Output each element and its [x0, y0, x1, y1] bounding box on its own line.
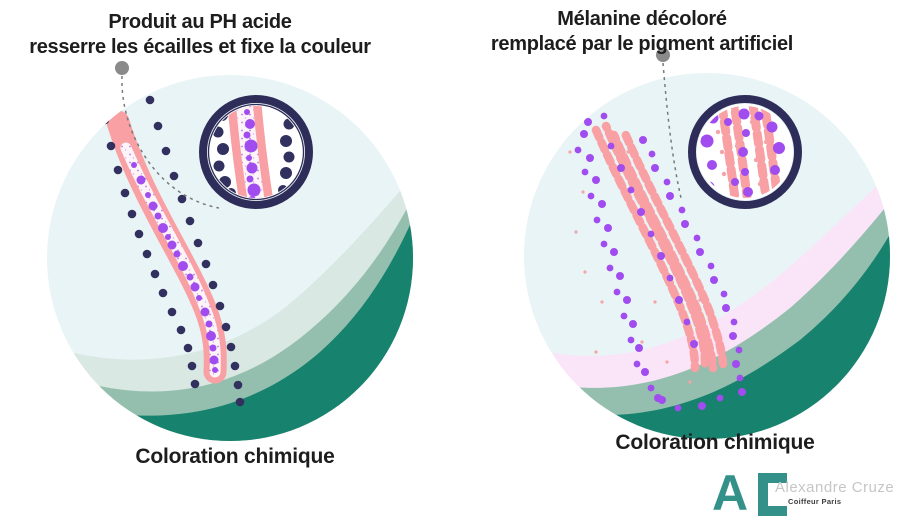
annotation-line: Mélanine décoloré [557, 8, 727, 30]
dermis-teal-layer [47, 202, 413, 441]
left-panel-illustration [47, 61, 413, 441]
right-skin-layers [524, 170, 890, 439]
right-pigment-dots [574, 112, 746, 412]
hair-scale-column [619, 126, 728, 369]
hair-scale-column [609, 130, 718, 373]
left-pigment-dots [131, 162, 219, 373]
magnified-pigment-dots [243, 109, 261, 198]
left-skin-layers [47, 168, 413, 441]
right-magnifier [688, 95, 802, 209]
dermis-teal-layer [524, 225, 890, 439]
logo-letter-c [758, 473, 787, 516]
magnifier-inner-ring [207, 103, 305, 201]
right-annotation: Mélanine décoloré remplacé par le pigmen… [458, 7, 826, 57]
annotation-line: remplacé par le pigment artificiel [490, 33, 794, 55]
right-caption: Coloration chimique [615, 431, 815, 454]
annotation-line: resserre les écailles et fixe la couleur [29, 36, 371, 58]
left-magnifier [199, 95, 313, 209]
magnified-pink-speckles [715, 107, 773, 187]
magnifier-ring [199, 95, 313, 209]
logo-name: Alexandre Cruze [775, 479, 895, 496]
right-callout-line [662, 62, 682, 199]
logo-subtitle: Coiffeur Paris [788, 497, 842, 506]
left-callout-dot [115, 61, 129, 75]
left-annotation: Produit au PH acide resserre les écaille… [0, 10, 400, 60]
logo-letter-a: A [712, 465, 748, 521]
left-callout-line [121, 75, 220, 209]
left-caption: Coloration chimique [135, 445, 335, 468]
magnifier-ring [688, 95, 802, 209]
right-panel-illustration [524, 48, 890, 439]
annotation-line: Produit au PH acide [108, 11, 292, 33]
brand-logo: A Alexandre Cruze Coiffeur Paris [712, 466, 900, 522]
right-callout-dot [656, 48, 670, 62]
